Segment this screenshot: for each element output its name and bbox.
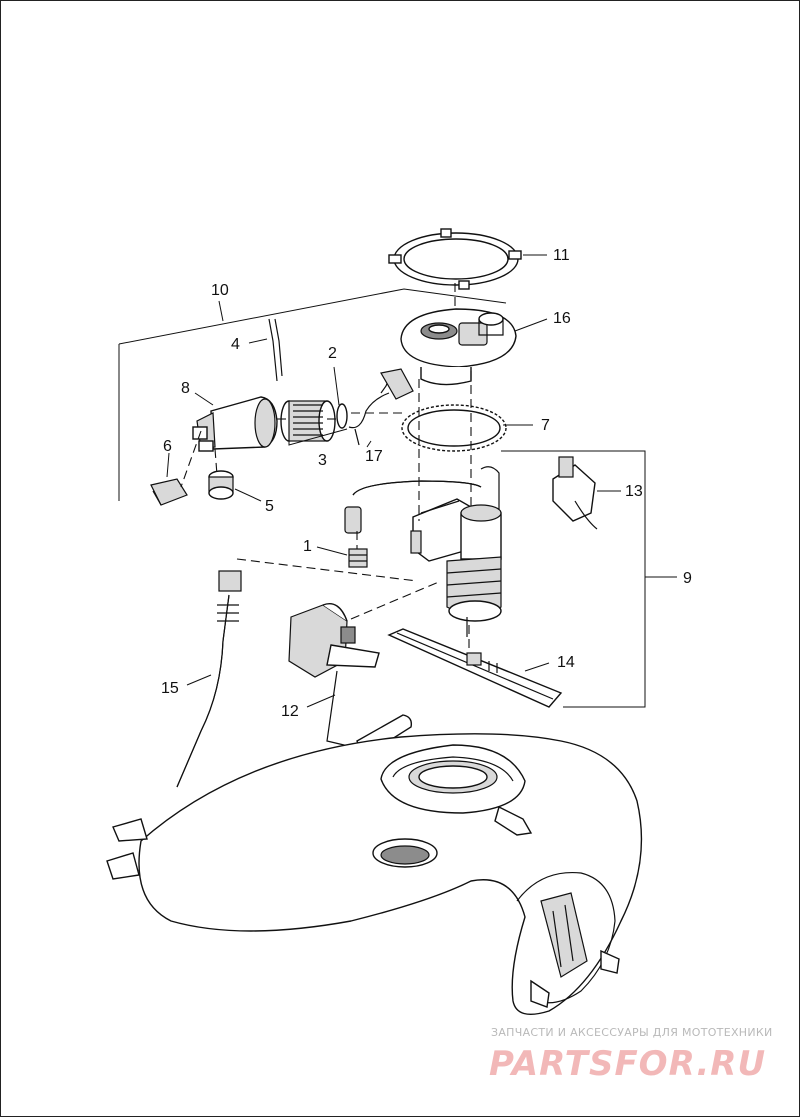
fitting-1-part xyxy=(348,548,368,568)
callout-13: 13 xyxy=(625,483,643,500)
leader-17 xyxy=(366,440,372,448)
callout-4: 4 xyxy=(231,336,240,353)
watermark-tagline: ЗАПЧАСТИ И АКСЕССУАРЫ ДЛЯ МОТОТЕХНИКИ xyxy=(491,1026,773,1039)
leader-16 xyxy=(514,318,548,332)
callout-5: 5 xyxy=(265,498,274,515)
wire-17-part xyxy=(348,392,390,446)
leader-5 xyxy=(234,488,262,502)
leader-lines xyxy=(166,254,677,708)
watermark: ЗАПЧАСТИ И АКСЕССУАРЫ ДЛЯ МОТОТЕХНИКИ PA… xyxy=(489,1026,773,1084)
callout-14: 14 xyxy=(557,654,575,671)
filter-housing-part xyxy=(192,396,278,452)
callout-17: 17 xyxy=(365,448,383,465)
callout-7: 7 xyxy=(541,417,550,434)
fitting-5-part xyxy=(208,470,234,500)
hose-15-part xyxy=(176,570,242,788)
clip-4-part xyxy=(268,318,283,382)
callout-11: 11 xyxy=(553,247,570,264)
leader-14 xyxy=(524,662,550,672)
gasket-part xyxy=(401,404,507,452)
callout-9: 9 xyxy=(683,570,692,587)
pump-assembly-part xyxy=(344,466,502,637)
callout-10: 10 xyxy=(211,282,229,299)
leader-1 xyxy=(316,546,348,556)
callout-12: 12 xyxy=(281,703,299,720)
watermark-brand: PARTSFOR.RU xyxy=(489,1044,766,1084)
level-sender-12-part xyxy=(288,603,413,752)
leader-12 xyxy=(306,694,336,708)
callout-6: 6 xyxy=(163,438,172,455)
leader-6 xyxy=(166,452,170,478)
fuel-filter-part xyxy=(280,400,348,446)
callout-8: 8 xyxy=(181,380,190,397)
leader-2 xyxy=(333,366,340,406)
callout-numbers: 1 2 3 4 5 6 7 8 9 10 11 12 13 14 15 16 1… xyxy=(161,247,692,720)
leader-4 xyxy=(248,338,268,344)
callout-3: 3 xyxy=(318,452,327,469)
callout-16: 16 xyxy=(553,310,571,327)
lock-ring-part xyxy=(388,228,522,290)
bracket-14-part xyxy=(387,628,563,708)
callout-2: 2 xyxy=(328,345,337,362)
fitting-6-part xyxy=(150,478,188,506)
leader-15 xyxy=(186,674,212,686)
assembly-dashed-lines xyxy=(180,283,472,651)
o-ring-2-part xyxy=(336,403,348,429)
callout-1: 1 xyxy=(303,538,312,555)
leader-8 xyxy=(194,392,214,406)
group-10-bracket xyxy=(118,288,507,501)
callout-15: 15 xyxy=(161,680,179,697)
bracket-9 xyxy=(501,450,646,708)
fuel-tank-part xyxy=(106,733,643,1015)
connector-13-part xyxy=(552,456,598,530)
pump-top-plate-part xyxy=(380,308,517,400)
